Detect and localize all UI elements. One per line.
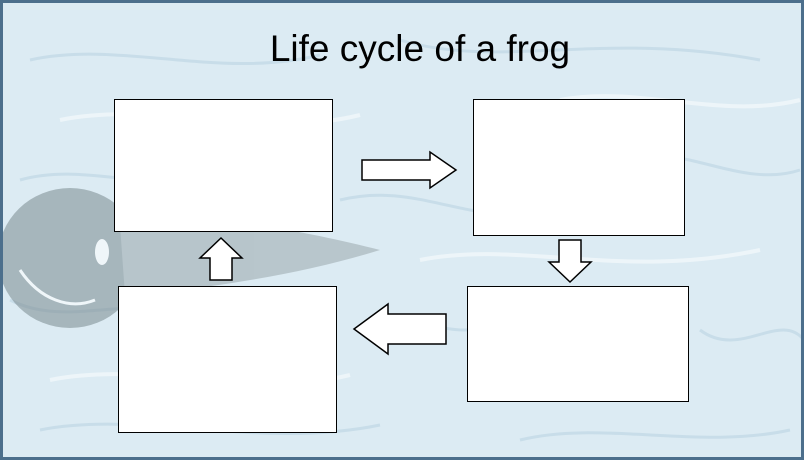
stage-box-1 <box>114 99 333 232</box>
arrow-right-icon <box>361 150 458 190</box>
stage-box-4 <box>118 286 337 433</box>
arrow-down-icon <box>547 239 593 284</box>
arrow-up-icon <box>198 236 244 281</box>
slide-title: Life cycle of a frog <box>269 28 571 69</box>
stage-box-2 <box>473 99 685 236</box>
tadpole-illustration <box>0 188 380 328</box>
stage-box-3 <box>467 286 689 402</box>
arrow-left-icon <box>352 302 447 356</box>
